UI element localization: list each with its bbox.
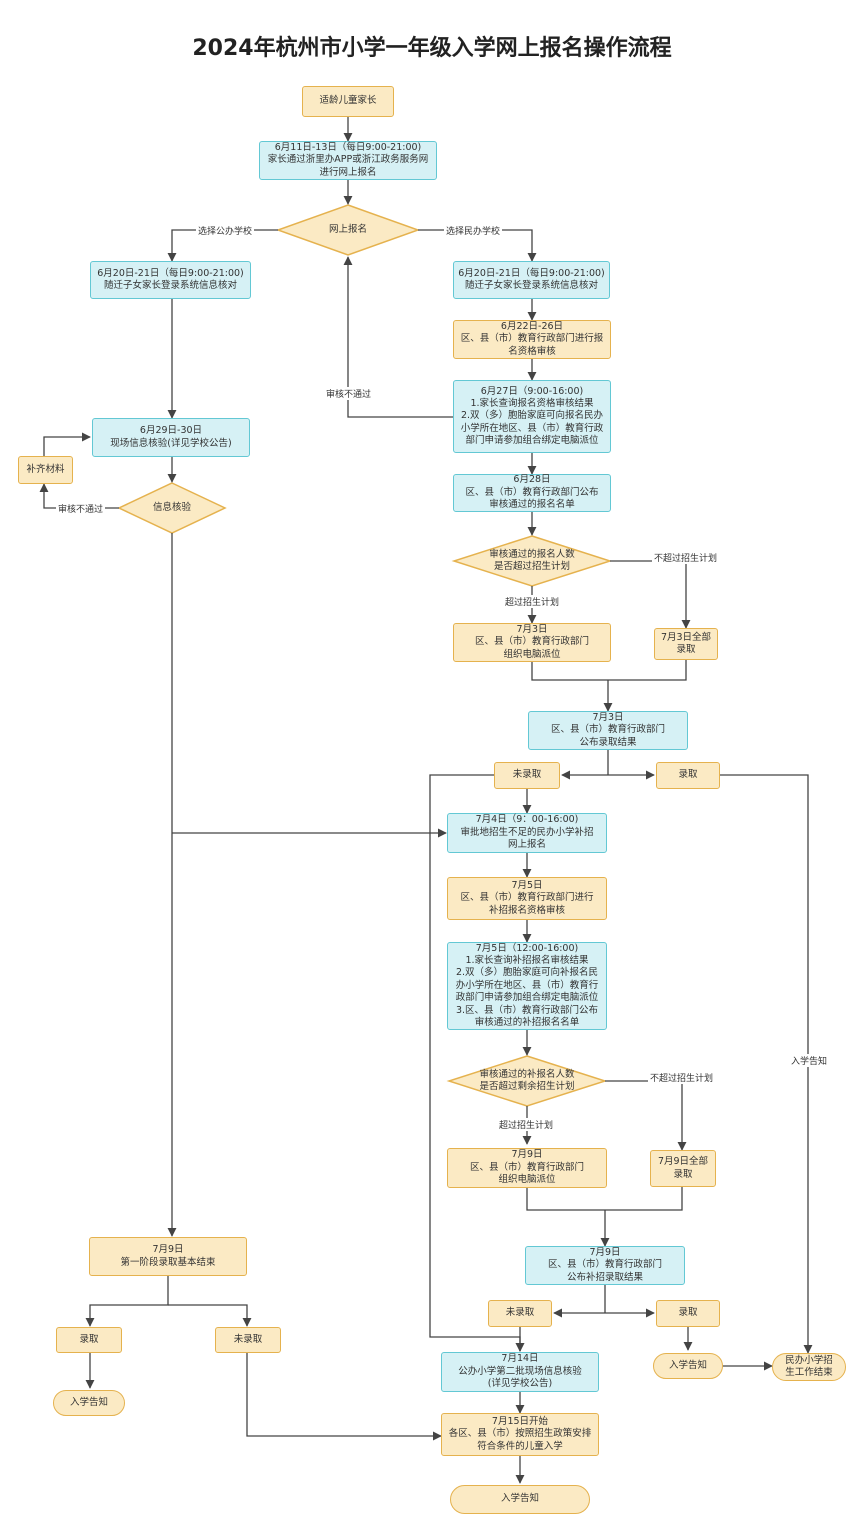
node-private-result-query: 6月27日（9:00-16:00) 1.家长查询报名资格审核结果 2.双（多）胞… <box>453 380 611 453</box>
edge-phase-notadmit <box>168 1304 252 1327</box>
node-decision-quota: 审核通过的报名人数 是否超过招生计划 <box>489 548 575 572</box>
label-exceed-2: 超过招生计划 <box>497 1118 556 1131</box>
node-add-material: 补齐材料 <box>18 456 73 484</box>
page-title: 2024年杭州市小学一年级入学网上报名操作流程 <box>192 36 672 61</box>
node-private-verify: 6月20日-21日（每日9:00-21:00) 随迁子女家长登录系统信息核对 <box>453 261 610 299</box>
node-second-check: 7月14日 公办小学第二批现场信息核验 (详见学校公告) <box>441 1352 599 1392</box>
node-admitted-2: 录取 <box>656 1300 720 1327</box>
node-apply-online: 6月11日-13日（每日9:00-21:00) 家长通过浙里办APP或浙江政务服… <box>259 141 437 180</box>
edge-admit1-end <box>720 774 813 1354</box>
decision-online-shape <box>275 204 421 256</box>
node-notice-private: 入学告知 <box>653 1353 723 1379</box>
edge-quota-notexceed <box>610 560 691 629</box>
label-choose-public: 选择公办学校 <box>196 224 255 237</box>
node-phase1-end: 7月9日 第一阶段录取基本结束 <box>89 1237 247 1276</box>
label-choose-private: 选择民办学校 <box>444 224 503 237</box>
edge-supp-notexceed <box>605 1080 687 1151</box>
node-all-admit-0709: 7月9日全部 录取 <box>650 1150 716 1187</box>
label-review-failed-info: 审核不通过 <box>56 502 106 515</box>
node-result-0709: 7月9日 区、县（市）教育行政部门 公布补招录取结果 <box>525 1246 685 1285</box>
node-result-0703: 7月3日 区、县（市）教育行政部门 公布录取结果 <box>528 711 688 750</box>
node-decision-supplement: 审核通过的补报名人数 是否超过剩余招生计划 <box>479 1068 575 1092</box>
node-not-admitted-1: 未录取 <box>494 762 560 789</box>
edge-phase-split <box>85 1276 169 1327</box>
label-review-failed-private: 审核不通过 <box>324 387 374 400</box>
node-arrange-0715: 7月15日开始 各区、县（市）按照招生政策安排 符合条件的儿童入学 <box>441 1413 599 1456</box>
edge-pubnotadmit-arrange <box>246 1353 442 1441</box>
label-not-exceed-2: 不超过招生计划 <box>648 1071 716 1084</box>
node-private-end: 民办小学招 生工作结束 <box>772 1353 846 1381</box>
label-exceed-1: 超过招生计划 <box>503 595 562 608</box>
node-private-list: 6月28日 区、县（市）教育行政部门公布 审核通过的报名名单 <box>453 474 611 512</box>
edge-lottery2-merge <box>526 1187 683 1211</box>
node-public-notice: 入学告知 <box>53 1390 125 1416</box>
node-public-verify: 6月20日-21日（每日9:00-21:00) 随迁子女家长登录系统信息核对 <box>90 261 251 299</box>
label-not-exceed-1: 不超过招生计划 <box>652 551 720 564</box>
edge-lottery-merge <box>531 660 687 681</box>
node-decision-online: 网上报名 <box>328 223 367 235</box>
node-lottery-0703: 7月3日 区、县（市）教育行政部门 组织电脑派位 <box>453 623 611 662</box>
node-start: 适龄儿童家长 <box>302 86 394 117</box>
node-admitted-1: 录取 <box>656 762 720 789</box>
node-all-admit-0703: 7月3日全部 录取 <box>654 628 718 660</box>
node-supplement-query: 7月5日（12:00-16:00) 1.家长查询补招报名审核结果 2.双（多）胞… <box>447 942 607 1030</box>
node-not-admitted-2: 未录取 <box>488 1300 552 1327</box>
node-supplement-apply: 7月4日（9：00-16:00) 审批地招生不足的民办小学补招 网上报名 <box>447 813 607 853</box>
node-public-not-admitted: 未录取 <box>215 1327 281 1353</box>
node-supplement-review: 7月5日 区、县（市）教育行政部门进行 补招报名资格审核 <box>447 877 607 920</box>
edge-query-failed <box>343 256 453 418</box>
node-public-admitted: 录取 <box>56 1327 122 1353</box>
node-lottery-0709: 7月9日 区、县（市）教育行政部门 组织电脑派位 <box>447 1148 607 1188</box>
edge-material-onsite <box>43 432 91 456</box>
node-private-review: 6月22日-26日 区、县（市）教育行政部门进行报 名资格审核 <box>453 320 611 359</box>
label-notice: 入学告知 <box>789 1054 830 1067</box>
node-onsite-check: 6月29日-30日 现场信息核验(详见学校公告) <box>92 418 250 457</box>
node-decision-info: 信息核验 <box>152 501 191 513</box>
node-final-notice: 入学告知 <box>450 1485 590 1514</box>
